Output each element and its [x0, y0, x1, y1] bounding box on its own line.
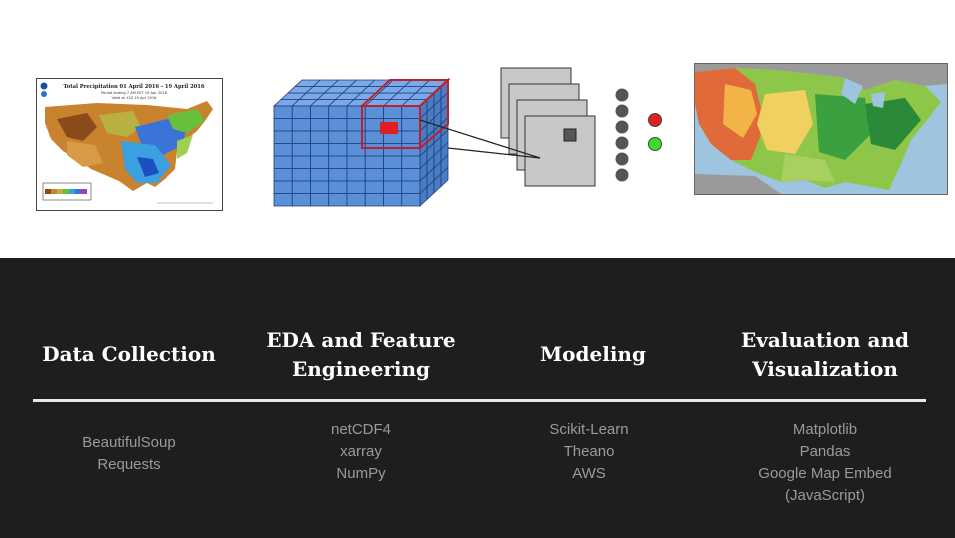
- tool-item: Google Map Embed: [758, 465, 892, 482]
- cube-cell: [364, 193, 384, 207]
- highlight-voxel: [380, 122, 398, 134]
- cube-cell: [383, 155, 403, 169]
- precip-map-subtitle-1: Period ending 7 AM EST 19 Apr 2016: [101, 91, 168, 95]
- cube-cell: [291, 143, 311, 157]
- hidden-neurons: [615, 88, 629, 182]
- cube-cell: [291, 168, 311, 182]
- cube-cell: [273, 180, 293, 194]
- cube-cell: [310, 118, 330, 132]
- output-neuron-green: [648, 137, 662, 151]
- cube-cell: [310, 155, 330, 169]
- feature-maps: [500, 67, 596, 187]
- cube-cell: [273, 118, 293, 132]
- tool-item: Requests: [97, 456, 161, 473]
- cube-cell: [328, 118, 348, 132]
- tools-eda: netCDF4 xarray NumPy: [250, 419, 472, 485]
- data-cube: [272, 79, 450, 207]
- cube-cell: [291, 180, 311, 194]
- col-title-evaluation: Evaluation and Visualization: [740, 328, 910, 381]
- cube-cell: [273, 168, 293, 182]
- tool-item: netCDF4: [330, 421, 392, 438]
- col-title-modeling: Modeling: [540, 342, 646, 366]
- cube-cell: [328, 105, 348, 119]
- projection-lines: [419, 119, 541, 159]
- section-divider: [33, 399, 926, 402]
- cube-cell: [401, 168, 421, 182]
- precipitation-map-image: Total Precipitation 01 April 2016 - 19 A…: [36, 78, 223, 211]
- cube-cell: [273, 130, 293, 144]
- cube-cell: [364, 105, 384, 119]
- cube-cell: [273, 193, 293, 207]
- cube-cell: [401, 143, 421, 157]
- cube-cell: [328, 130, 348, 144]
- col-title-eda: EDA and Feature Engineering: [266, 328, 456, 381]
- tool-item: Pandas: [799, 443, 851, 460]
- cube-cell: [383, 168, 403, 182]
- cube-cell: [346, 180, 366, 194]
- tool-item: NumPy: [336, 465, 386, 482]
- tool-item: xarray: [340, 443, 382, 460]
- cube-cell: [310, 130, 330, 144]
- cube-cell: [328, 143, 348, 157]
- tools-modeling: Scikit-Learn Theano AWS: [486, 419, 692, 485]
- cube-cell: [401, 105, 421, 119]
- cube-cell: [364, 180, 384, 194]
- cube-cell: [291, 155, 311, 169]
- pipeline-panel: [0, 258, 955, 538]
- cube-cell: [328, 193, 348, 207]
- cube-cell: [346, 193, 366, 207]
- precip-map-subtitle-2: Valid at 12Z 19 Apr 2016: [112, 96, 158, 100]
- cube-cell: [364, 143, 384, 157]
- tool-item: BeautifulSoup: [82, 434, 176, 451]
- cube-cell: [273, 155, 293, 169]
- cube-cell: [383, 105, 403, 119]
- cube-cell: [346, 155, 366, 169]
- cube-cell: [364, 155, 384, 169]
- cube-cell: [310, 168, 330, 182]
- col-title-data-collection: Data Collection: [42, 342, 216, 366]
- cube-cell: [383, 180, 403, 194]
- cube-cell: [310, 105, 330, 119]
- cube-cell: [401, 155, 421, 169]
- tool-item: AWS: [572, 465, 606, 482]
- cube-cell: [383, 193, 403, 207]
- cube-cell: [440, 166, 449, 188]
- output-neuron-red: [648, 113, 662, 127]
- cube-cell: [291, 130, 311, 144]
- cube-cell: [291, 118, 311, 132]
- cube-cell: [310, 193, 330, 207]
- tool-item: Matplotlib: [792, 421, 858, 438]
- cube-cell: [291, 105, 311, 119]
- cube-cell: [346, 168, 366, 182]
- tools-data-collection: BeautifulSoup Requests: [20, 432, 238, 476]
- cube-cell: [328, 180, 348, 194]
- tool-item: Scikit-Learn: [549, 421, 629, 438]
- tools-evaluation: Matplotlib Pandas Google Map Embed (Java…: [712, 419, 938, 507]
- cube-cell: [401, 180, 421, 194]
- cube-cell: [364, 168, 384, 182]
- tool-item: (JavaScript): [784, 487, 866, 504]
- cube-cell: [328, 168, 348, 182]
- cnn-diagram: [272, 67, 662, 207]
- prediction-map-image: [694, 63, 948, 195]
- cube-cell: [273, 105, 293, 119]
- highlight-subcube: [359, 77, 451, 151]
- cube-cell: [273, 143, 293, 157]
- precip-map-title: Total Precipitation 01 April 2016 - 19 A…: [63, 84, 204, 90]
- cube-cell: [401, 130, 421, 144]
- cube-cell: [401, 193, 421, 207]
- tool-item: Theano: [563, 443, 615, 460]
- cube-cell: [328, 155, 348, 169]
- cube-cell: [310, 180, 330, 194]
- cube-cell: [291, 193, 311, 207]
- cube-cell: [383, 143, 403, 157]
- cube-cell: [310, 143, 330, 157]
- cube-cell: [401, 118, 421, 132]
